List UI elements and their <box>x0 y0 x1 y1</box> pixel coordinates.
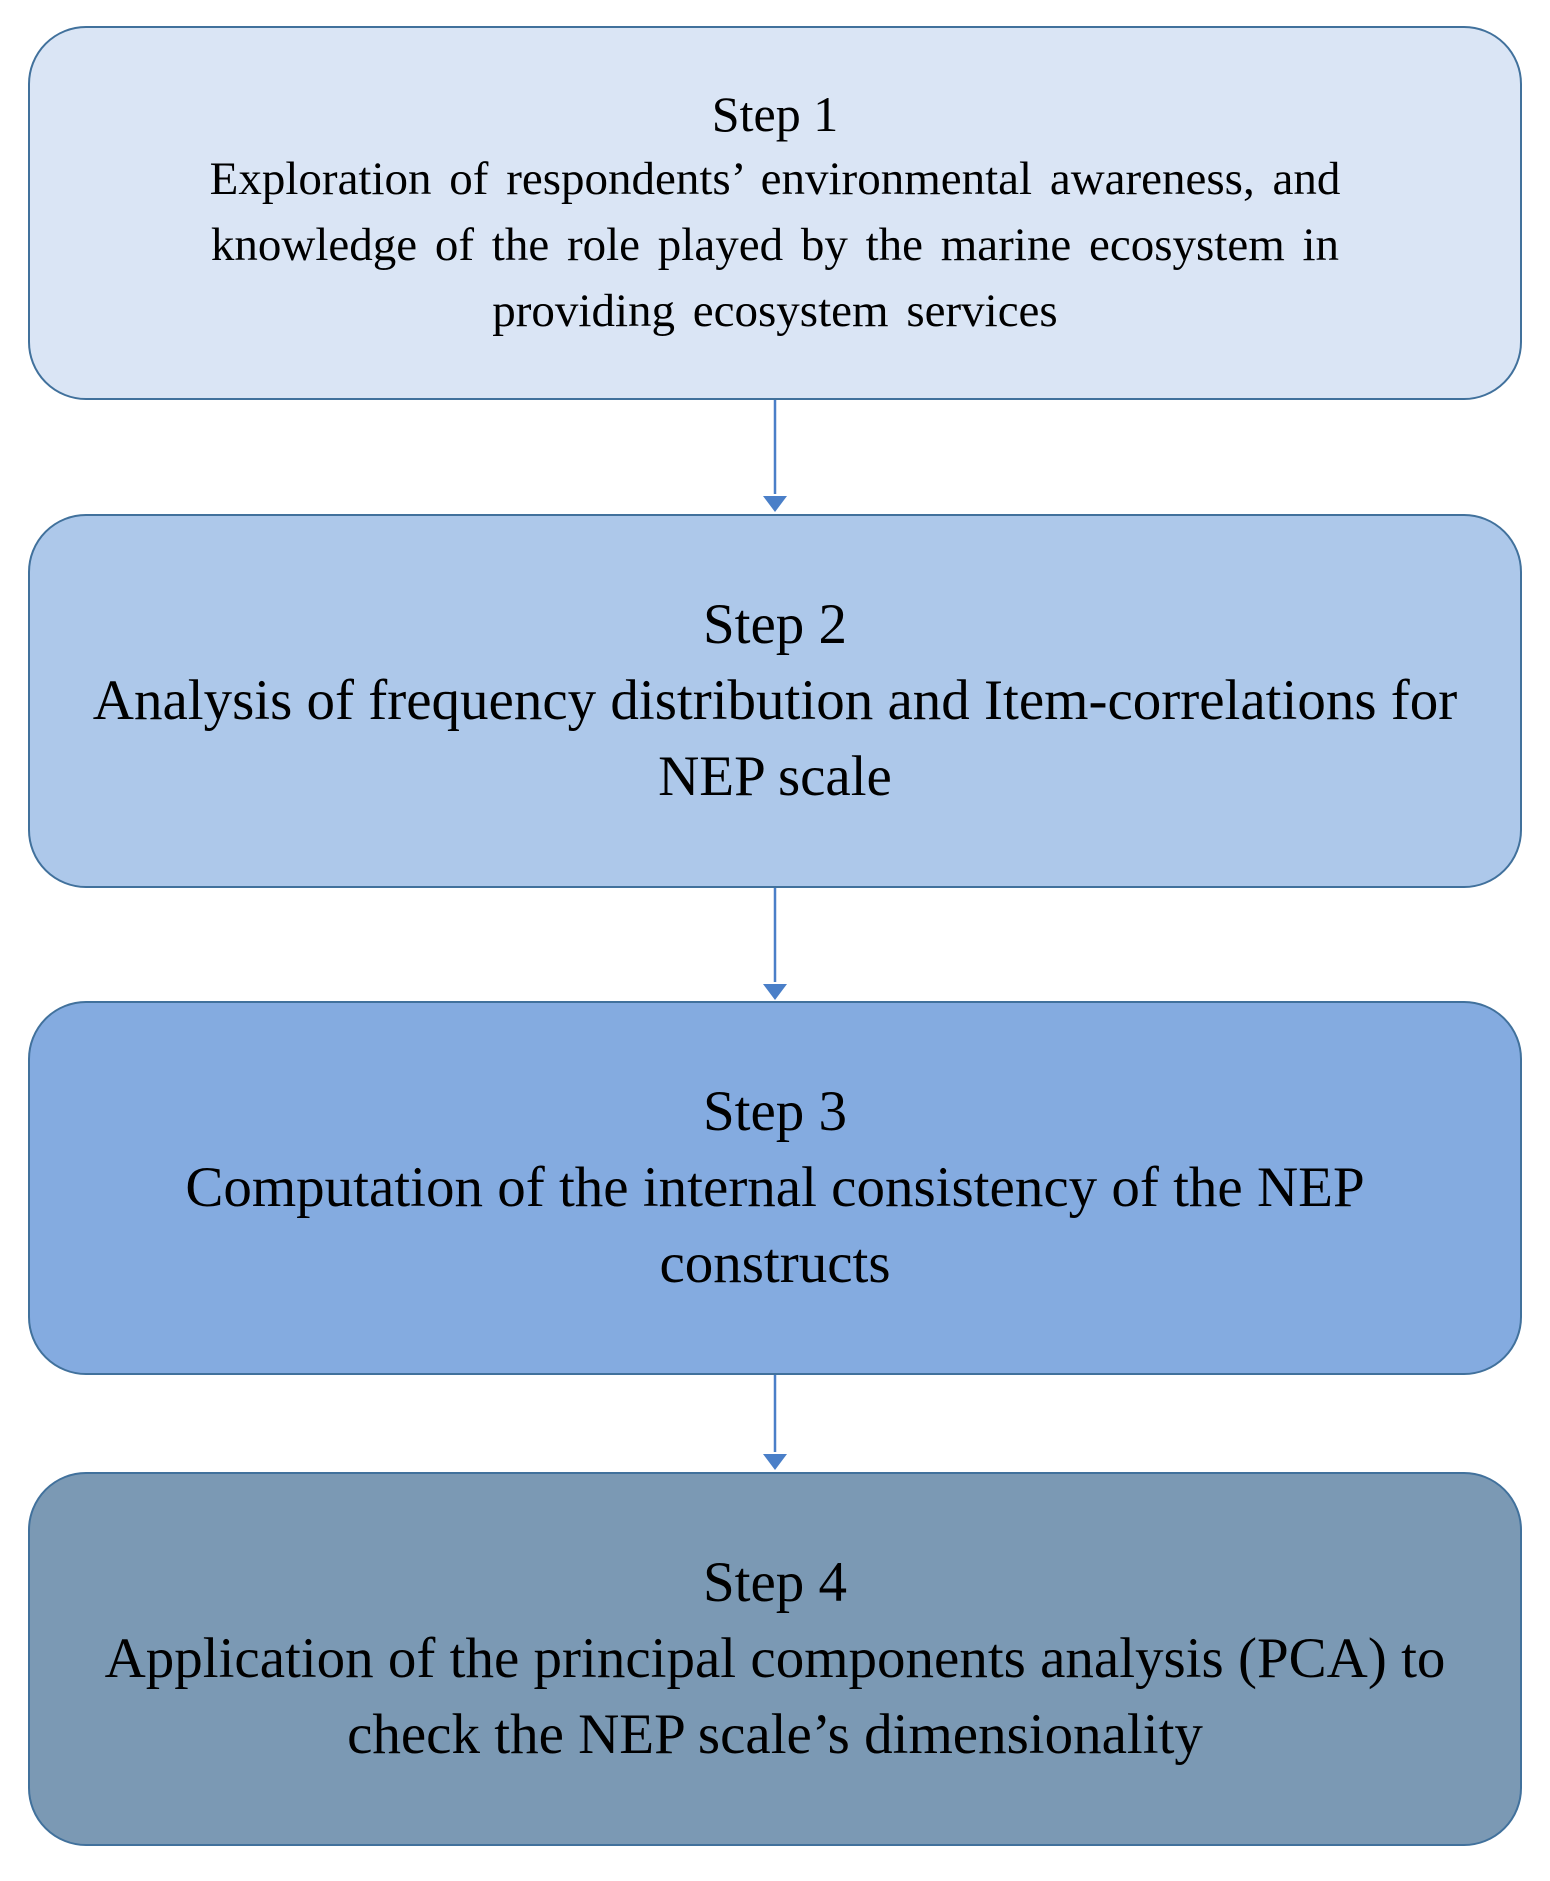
step-4-box: Step 4 Application of the principal comp… <box>28 1472 1522 1846</box>
step-3-description: Computation of the internal consistency … <box>185 1156 1365 1295</box>
arrow-step1-to-step2 <box>763 400 787 512</box>
step-2-box: Step 2 Analysis of frequency distributio… <box>28 514 1522 888</box>
step-2-description: Analysis of frequency distribution and I… <box>92 669 1458 808</box>
arrow-step2-to-step3 <box>763 888 787 1000</box>
step-4-title: Step 4 <box>702 1551 848 1614</box>
step-1-description: Exploration of respondents’ environmenta… <box>209 153 1341 337</box>
step-3-box: Step 3 Computation of the internal consi… <box>28 1001 1522 1375</box>
step-1-title: Step 1 <box>711 86 839 142</box>
step-2-title: Step 2 <box>702 593 848 656</box>
step-4-description: Application of the principal components … <box>104 1627 1446 1766</box>
step-1-box: Step 1 Exploration of respondents’ envir… <box>28 26 1522 400</box>
step-3-title: Step 3 <box>702 1080 848 1143</box>
